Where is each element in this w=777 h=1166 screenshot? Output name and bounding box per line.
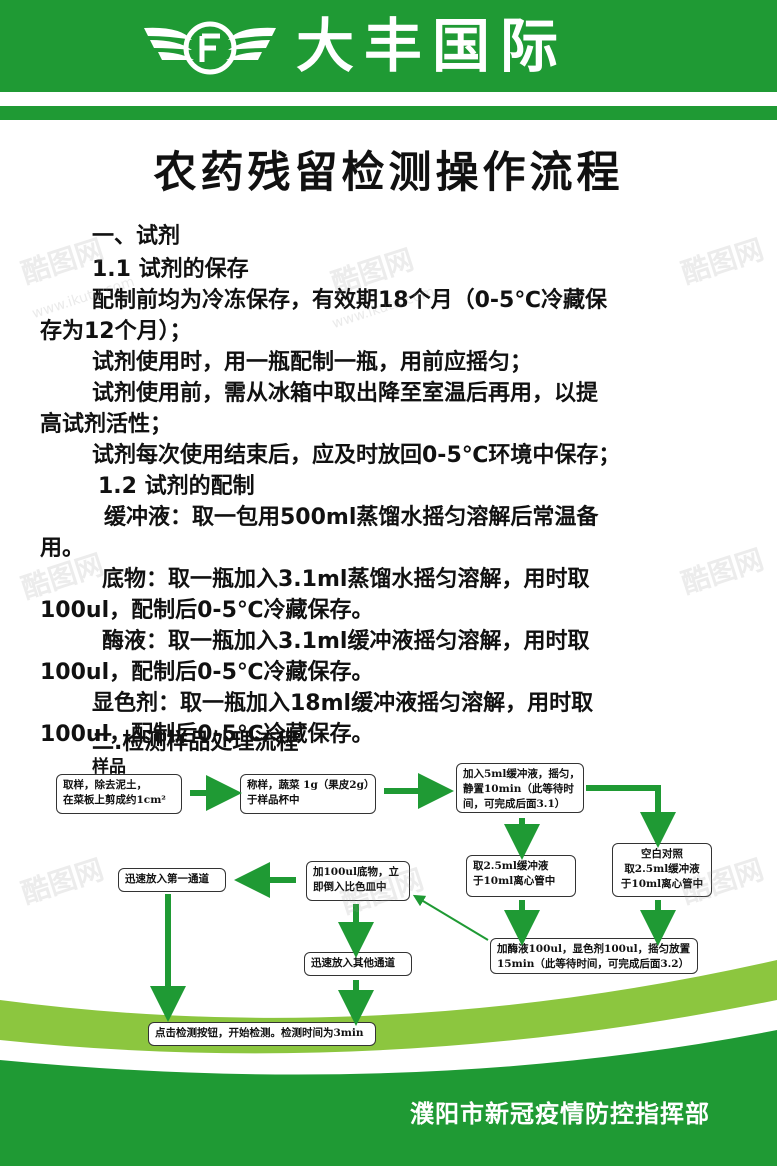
header-stripe — [0, 106, 777, 120]
flow-step-buffer-tube: 取2.5ml缓冲液 于10ml离心管中 — [466, 855, 576, 897]
section1-heading: 一、试剂 — [92, 224, 181, 249]
page-title: 农药残留检测操作流程 — [153, 148, 624, 198]
flow-step-start-test: 点击检测按钮，开始检测。检测时间为3min — [148, 1022, 376, 1046]
sample-label: 样品 — [92, 757, 126, 777]
paragraph-8b: 100ul，配制后0-5℃冷藏保存。 — [40, 722, 374, 747]
paragraph-3b: 高试剂活性； — [40, 412, 173, 437]
paragraph-6b: 100ul，配制后0-5℃冷藏保存。 — [40, 598, 374, 623]
paragraph-5b: 用。 — [40, 536, 85, 561]
flow-step-other-channels: 迅速放入其他通道 — [304, 952, 412, 976]
flow-step-weigh: 称样，蔬菜 1g（果皮2g） 于样品杯中 — [240, 774, 376, 814]
flow-step-substrate: 加100ul底物，立 即倒入比色皿中 — [306, 861, 410, 901]
brand-name: 大丰国际 — [296, 12, 569, 80]
section1-sub1: 1.1 试剂的保存 — [92, 257, 249, 282]
section1-sub2: 1.2 试剂的配制 — [98, 474, 255, 499]
blank-control-label: 空白对照 — [641, 848, 683, 860]
brand-logo-icon — [144, 21, 276, 75]
watermark-3: 酷图网 — [677, 232, 768, 291]
paragraph-1b: 存为12个月）； — [40, 319, 192, 344]
paragraph-4: 试剂每次使用结束后，应及时放回0-5℃环境中保存； — [92, 443, 621, 468]
footer-text: 濮阳市新冠疫情防控指挥部 — [410, 1100, 710, 1128]
paragraph-6a: 底物：取一瓶加入3.1ml蒸馏水摇匀溶解，用时取 — [102, 567, 590, 592]
paragraph-8a: 显色剂：取一瓶加入18ml缓冲液摇匀溶解，用时取 — [92, 691, 594, 716]
flow-step-enzyme: 加酶液100ul，显色剂100ul，摇匀放置 15min（此等待时间，可完成后面… — [490, 938, 698, 974]
watermark-5: 酷图网 — [677, 542, 768, 601]
header-bar: 大丰国际 — [0, 0, 777, 92]
paragraph-1a: 配制前均为冷冻保存，有效期18个月（0-5℃冷藏保 — [92, 288, 608, 313]
paragraph-7b: 100ul，配制后0-5℃冷藏保存。 — [40, 660, 374, 685]
paragraph-3a: 试剂使用前，需从冰箱中取出降至室温后再用，以提 — [92, 381, 599, 406]
paragraph-5a: 缓冲液：取一包用500ml蒸馏水摇匀溶解后常温备 — [104, 505, 599, 530]
paragraph-2: 试剂使用时，用一瓶配制一瓶，用前应摇匀； — [92, 350, 533, 375]
section2-heading: 二.检测样品处理流程 — [92, 730, 299, 755]
watermark-6: 酷图网 — [17, 852, 108, 911]
flow-step-channel-one: 迅速放入第一通道 — [118, 868, 226, 892]
paragraph-7a: 酶液：取一瓶加入3.1ml缓冲液摇匀溶解，用时取 — [102, 629, 590, 654]
blank-control-text: 取2.5ml缓冲液 于10ml离心管中 — [620, 863, 704, 890]
flow-step-blank-control: 空白对照 取2.5ml缓冲液 于10ml离心管中 — [612, 843, 712, 897]
flow-step-add-buffer: 加入5ml缓冲液，摇匀， 静置10min（此等待时 间，可完成后面3.1） — [456, 763, 584, 813]
flow-step-sampling: 取样，除去泥土， 在菜板上剪成约1cm² — [56, 774, 182, 814]
